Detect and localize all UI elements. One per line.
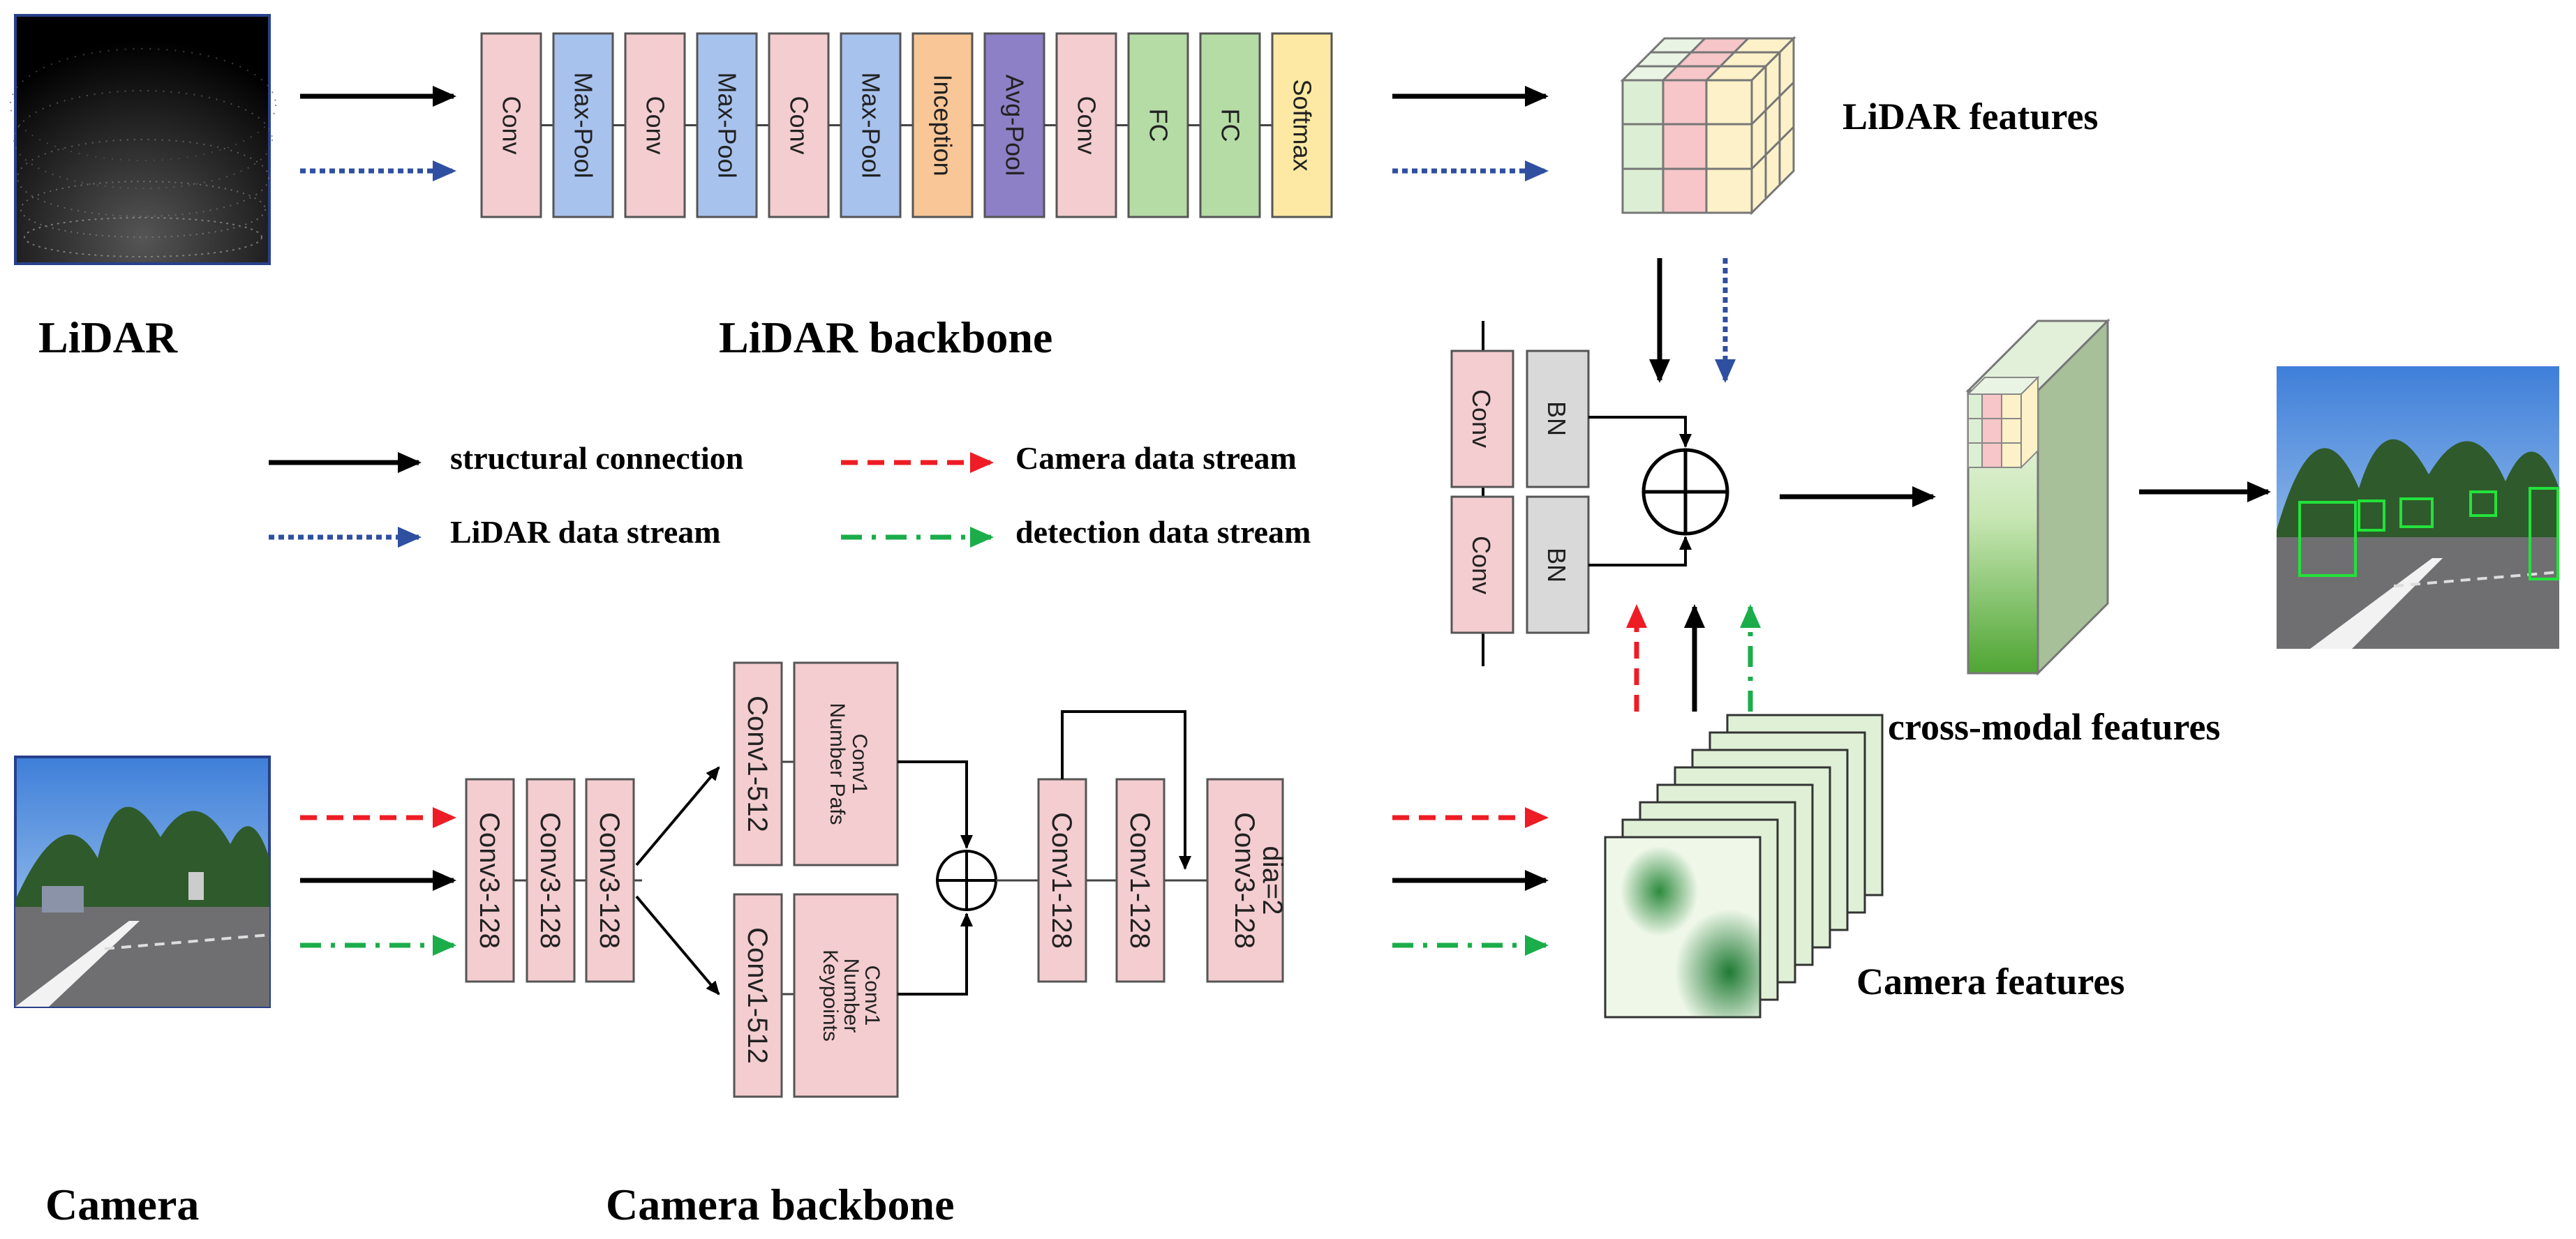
camera-label: Camera <box>45 1180 199 1229</box>
lidar-backbone: Conv Max-Pool Conv Max-Pool Conv Max-Pool Ince… <box>480 32 1333 218</box>
lidar-features-label: LiDAR features <box>1842 96 2098 137</box>
camera-stem-block-1 <box>465 778 515 983</box>
lidar-block-1 <box>480 32 542 218</box>
camera-sum-node <box>936 850 997 911</box>
fusion-bn-bottom-label: BN <box>1542 548 1571 583</box>
lidar-block-9 <box>1055 32 1117 218</box>
lidar-block-6 <box>840 32 902 218</box>
lidar-block-label-7: Inception <box>929 74 958 176</box>
lidar-block-5 <box>768 32 830 218</box>
legend: structural connection LiDAR data stream … <box>269 440 1311 550</box>
camera-top-branch-head-line2: Number Pafs <box>826 703 849 825</box>
cross-modal-label: cross-modal features <box>1888 706 2220 748</box>
fusion-conv-bottom-label: Conv <box>1467 536 1496 594</box>
lidar-block-label-4: Max-Pool <box>713 72 742 178</box>
camera-backbone: Conv3-128 Conv3-128 Conv3-128 Conv1-512 … <box>465 661 1288 1098</box>
camera-top-branch-conv-label: Conv1-512 <box>742 696 773 832</box>
lidar-block-2 <box>552 32 614 218</box>
camera-input-image <box>14 756 271 1008</box>
camera-dilated-label-2: dia=2 <box>1257 846 1288 915</box>
lidar-block-label-12: Softmax <box>1288 79 1317 171</box>
lidar-block-3 <box>624 32 686 218</box>
legend-lidar-label: LiDAR data stream <box>450 514 721 550</box>
camera-tail-block-2 <box>1115 778 1166 983</box>
lidar-block-label-9: Conv <box>1073 96 1101 154</box>
camera-features-stack <box>1604 714 1884 1019</box>
lidar-input-image <box>10 14 276 265</box>
lidar-block-label-8: Avg-Pool <box>1001 75 1029 176</box>
camera-bottom-branch-head-line2: Number <box>840 959 863 1033</box>
lidar-block-7 <box>911 32 974 218</box>
fusion-conv-top-label: Conv <box>1467 389 1496 448</box>
lidar-block-11 <box>1199 32 1261 218</box>
lidar-block-10 <box>1127 32 1189 218</box>
fusion-block: Conv Conv BN BN <box>1450 321 1729 666</box>
fusion-conv-top <box>1450 350 1514 488</box>
camera-stem-label-3: Conv3-128 <box>594 812 625 949</box>
lidar-backbone-label: LiDAR backbone <box>719 313 1052 362</box>
lidar-block-12 <box>1271 32 1333 218</box>
camera-stem-block-3 <box>585 778 635 983</box>
fusion-bn-top <box>1526 350 1590 488</box>
lidar-block-label-1: Conv <box>498 96 526 154</box>
camera-backbone-label: Camera backbone <box>606 1180 955 1229</box>
lidar-block-label-6: Max-Pool <box>857 72 886 178</box>
camera-top-branch-head <box>793 661 899 866</box>
lidar-features-cube <box>1620 36 1796 216</box>
camera-stem-label-2: Conv3-128 <box>535 812 565 949</box>
camera-tail-label-1: Conv1-128 <box>1046 812 1077 949</box>
legend-detection-label: detection data stream <box>1015 514 1311 550</box>
camera-bottom-branch-conv <box>733 893 783 1098</box>
camera-dilated-label-1: Conv3-128 <box>1229 812 1260 949</box>
fusion-sum-node <box>1641 448 1729 536</box>
cross-modal-features-block <box>1965 318 2110 676</box>
lidar-block-label-2: Max-Pool <box>569 72 598 178</box>
legend-camera-label: Camera data stream <box>1015 440 1297 476</box>
lidar-block-label-3: Conv <box>641 96 670 154</box>
fusion-bn-top-label: BN <box>1542 401 1571 436</box>
lidar-block-8 <box>983 32 1045 218</box>
camera-features-label: Camera features <box>1856 961 2124 1003</box>
lidar-block-label-11: FC <box>1216 109 1245 142</box>
camera-dilated-block <box>1206 778 1284 983</box>
camera-top-branch-head-line1: Conv1 <box>848 734 871 795</box>
camera-tail-label-2: Conv1-128 <box>1124 812 1155 949</box>
camera-top-branch-conv <box>733 661 783 866</box>
camera-stem-label-1: Conv3-128 <box>474 812 505 949</box>
lidar-label: LiDAR <box>38 313 178 362</box>
lidar-block-label-10: FC <box>1145 109 1173 142</box>
output-detection-image <box>2277 366 2560 649</box>
camera-stem-block-2 <box>526 778 576 983</box>
camera-bottom-branch-head <box>793 893 899 1098</box>
lidar-block-label-5: Conv <box>785 96 814 154</box>
fusion-conv-bottom <box>1450 495 1514 634</box>
camera-bottom-branch-head-line1: Conv1 <box>861 966 884 1026</box>
legend-structural-label: structural connection <box>450 440 743 476</box>
camera-bottom-branch-conv-label: Conv1-512 <box>742 927 773 1064</box>
camera-skip-connection <box>1061 710 1191 870</box>
camera-bottom-branch-head-line3: Keypoints <box>819 949 842 1042</box>
